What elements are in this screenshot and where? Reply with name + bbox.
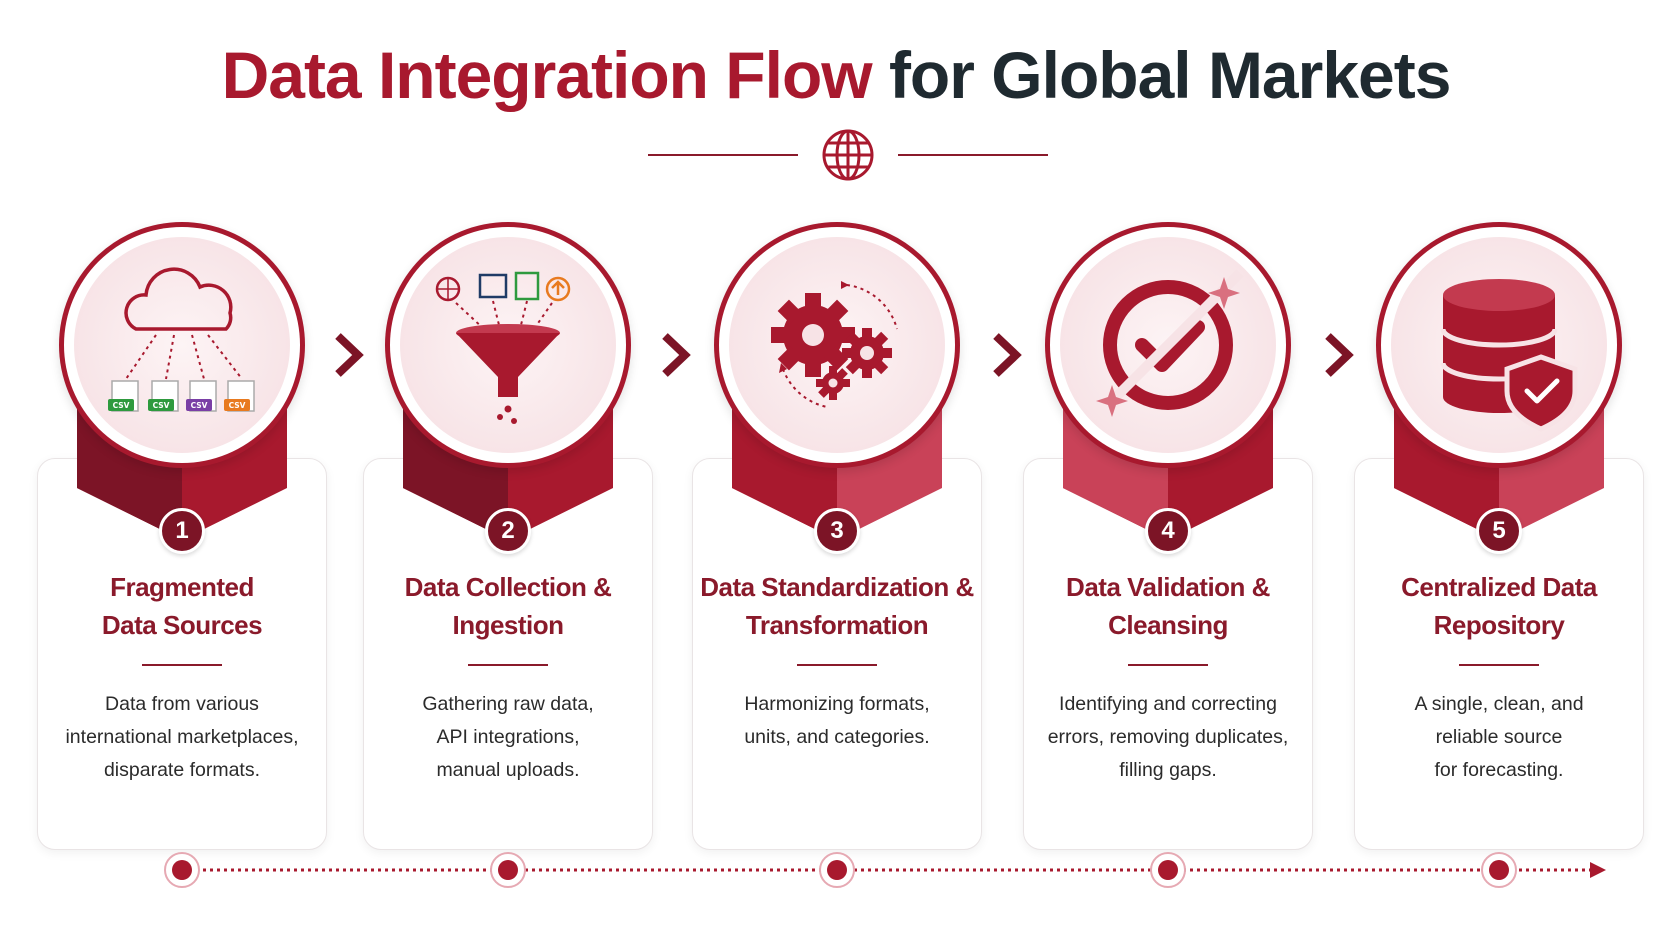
check-circle-icon — [1096, 269, 1244, 417]
title-divider-right — [898, 154, 1048, 156]
step-3: 3 Data Standardization &Transformation H… — [692, 222, 982, 852]
step-title-rule — [797, 664, 877, 666]
step-title-rule — [1128, 664, 1208, 666]
step-title-rule — [1459, 664, 1539, 666]
timeline-arrow-icon — [1590, 862, 1606, 878]
step-icon-circle — [1376, 222, 1622, 468]
database-shield-icon — [1440, 279, 1578, 432]
step-title: Data Collection &Ingestion — [404, 572, 612, 640]
step-title: Data Standardization &Transformation — [700, 572, 974, 640]
chevron-right-icon — [335, 333, 364, 377]
step-description: Harmonizing formats,units, and categorie… — [744, 693, 930, 748]
step-icon-circle — [385, 222, 631, 468]
gears-icon — [771, 281, 898, 408]
step-2: 2 Data Collection &Ingestion Gathering r… — [363, 222, 653, 852]
chevron-right-icon — [662, 333, 691, 377]
timeline-node — [1150, 852, 1186, 888]
step-number: 5 — [1476, 508, 1522, 554]
timeline-node — [1481, 852, 1517, 888]
step-number: 4 — [1145, 508, 1191, 554]
chevron-right-icon — [1325, 333, 1354, 377]
step-number: 2 — [485, 508, 531, 554]
timeline-node — [490, 852, 526, 888]
title-part-red: Data Integration Flow — [221, 38, 873, 112]
funnel-icon — [435, 271, 571, 424]
cloud-files-icon: CSV CSV CSV CSV — [108, 267, 255, 412]
step-title-rule — [468, 664, 548, 666]
step-title-rule — [142, 664, 222, 666]
title-part-dark: for Global Markets — [888, 38, 1451, 112]
step-number: 3 — [814, 508, 860, 554]
file-tag: CSV — [229, 401, 246, 410]
step-icon-circle — [714, 222, 960, 468]
file-tag: CSV — [153, 401, 170, 410]
step-icon-circle: CSV CSV CSV CSV — [59, 222, 305, 468]
step-number: 1 — [159, 508, 205, 554]
step-title: Data Validation &Cleansing — [1066, 572, 1270, 640]
timeline-node — [819, 852, 855, 888]
chevron-right-icon — [993, 333, 1022, 377]
step-description: Gathering raw data,API integrations,manu… — [422, 693, 594, 781]
file-tag: CSV — [191, 401, 208, 410]
title-divider-left — [648, 154, 798, 156]
file-tag: CSV — [113, 401, 130, 410]
globe-icon — [822, 129, 874, 181]
step-icon-circle — [1045, 222, 1291, 468]
timeline-node — [164, 852, 200, 888]
step-4: 4 Data Validation &Cleansing Identifying… — [1023, 222, 1313, 852]
process-timeline — [164, 852, 1606, 888]
page-title: Data Integration Flow for Global Markets — [0, 30, 1672, 120]
